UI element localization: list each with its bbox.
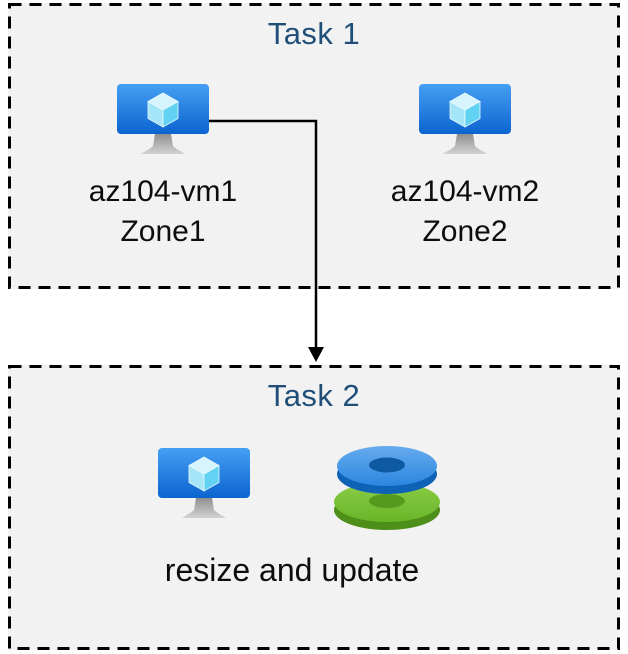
disks-icon [334, 446, 440, 530]
vm2-name: az104-vm2 [390, 175, 540, 208]
vm2-group: az104-vm2 Zone2 [365, 84, 565, 252]
virtual-machine-icon [158, 448, 250, 518]
task2-caption: resize and update [164, 552, 420, 588]
vm1-group: az104-vm1 Zone1 [63, 84, 263, 252]
vm1-zone: Zone1 [120, 215, 206, 248]
vm2-label: az104-vm2 Zone2 [365, 172, 565, 252]
virtual-machine-icon [117, 84, 209, 154]
task2-title: Task 2 [267, 378, 361, 413]
task2-vm-group [104, 448, 304, 524]
vm1-label: az104-vm1 Zone1 [63, 172, 263, 252]
vm1-name: az104-vm1 [88, 175, 238, 208]
vm2-zone: Zone2 [422, 215, 508, 248]
task2-dashed-border [8, 365, 620, 650]
virtual-machine-icon [419, 84, 511, 154]
task1-title: Task 1 [267, 16, 361, 51]
task1-dashed-border [8, 3, 620, 289]
task2-container: Task 2 [8, 365, 620, 650]
